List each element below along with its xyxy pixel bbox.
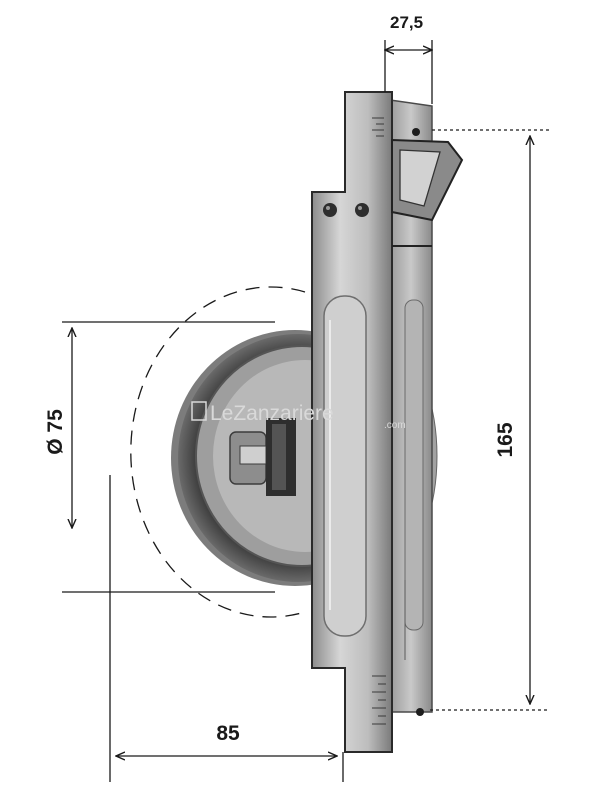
spring-clip	[391, 138, 464, 247]
screw-hole	[412, 128, 420, 136]
dimension-diameter-label: Ø 75	[44, 409, 67, 455]
watermark-suffix: .com	[384, 420, 406, 431]
rivet	[355, 203, 369, 217]
mounting-plate	[311, 91, 424, 753]
back-rail	[389, 99, 433, 713]
roller-outline	[130, 286, 306, 618]
dimension-depth-label: 85	[216, 722, 240, 745]
rivet	[323, 203, 337, 217]
watermark-brand: LeZanzariere	[210, 402, 334, 425]
dimension-lines	[62, 40, 550, 782]
hub-coupling	[229, 418, 296, 496]
dimension-top-width-label: 27,5	[390, 13, 423, 32]
dimension-height-label: 165	[494, 422, 517, 457]
watermark: LeZanzariere .com	[191, 401, 406, 431]
screw-hole	[416, 708, 424, 716]
